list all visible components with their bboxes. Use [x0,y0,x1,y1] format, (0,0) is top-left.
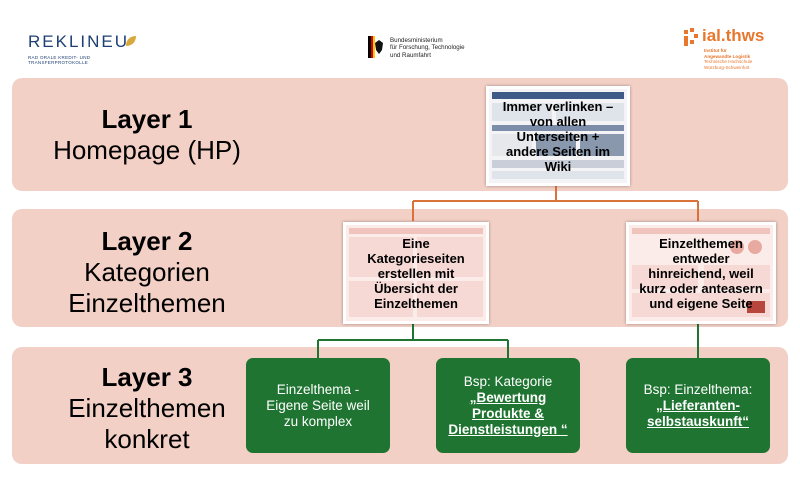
bmbf-line-3: und Raumfahrt [390,51,431,59]
layer-1-title: Layer 1 [101,104,193,134]
ial-sub-3: Technische Hochschule [704,59,753,65]
reklineu-subtitle: RAD ORALE KREDIT- UND TRANSFERPROTOKOLLE [28,55,91,65]
bmbf-text: Bundesministerium für Forschung, Technol… [390,37,465,59]
ial-sub-1: Institut für [704,48,727,53]
layer-1-label: Layer 1 Homepage (HP) [12,104,282,166]
homepage-thumbnail[interactable]: Immer verlinken – von allen Unterseiten … [486,86,630,186]
reklineu-logo: REKLINEU RAD ORALE KREDIT- UND TRANSFERP… [28,32,148,72]
ial-mark-icon [684,28,698,46]
category-example-link[interactable]: „Bewertung Produkte & Dienstleistungen “ [448,389,568,437]
topic-example-link[interactable]: „Lieferanten-selbstauskunft“ [646,397,750,429]
orange-connectors [412,184,699,221]
bmbf-line-1: Bundesministerium [390,37,443,44]
layer-3-label: Layer 3 Einzelthemen konkret [12,362,282,455]
layer-2-subtitle-1: Kategorien [84,257,210,287]
reklineu-leaf-icon [126,36,136,46]
homepage-screenshot [489,89,627,183]
layer-2-title: Layer 2 [101,226,193,256]
layer-1-band [12,78,788,191]
topic-own-line-1: Einzelthema - [276,381,360,397]
single-topic-page-screenshot [629,225,773,321]
layer-3-subtitle-2: konkret [104,424,190,454]
topic-example-prefix: Bsp: Einzelthema: [643,381,753,397]
category-page-thumbnail[interactable]: Eine Kategorieseiten erstellen mit Übers… [343,222,489,324]
bmbf-logo: Bundesministerium für Forschung, Technol… [368,36,488,72]
layer-2-subtitle-2: Einzelthemen [68,288,226,318]
homepage-caption: Immer verlinken – von allen Unterseiten … [502,98,614,174]
topic-own-line-2: Eigene Seite weil [266,397,370,413]
layer-3-title: Layer 3 [101,362,193,392]
green-connectors [317,320,699,358]
layer-2-label: Layer 2 Kategorien Einzelthemen [12,226,282,319]
layer-1-subtitle: Homepage (HP) [53,135,241,165]
category-example-box[interactable]: Bsp: Kategorie „Bewertung Produkte & Die… [436,358,580,453]
topic-own-page-box[interactable]: Einzelthema - Eigene Seite weil zu kompl… [246,358,390,453]
ial-logo: ial.thws Institut für Angewandte Logisti… [682,24,792,74]
single-topic-page-caption: Einzelthemen entweder hinreichend, weil … [639,235,763,311]
topic-example-box[interactable]: Bsp: Einzelthema: „Lieferanten-selbstaus… [626,358,770,453]
layer-3-subtitle-1: Einzelthemen [68,393,226,423]
bmbf-line-2: für Forschung, Technologie [390,44,465,52]
category-example-prefix: Bsp: Kategorie [463,373,553,389]
topic-own-line-3: zu komplex [283,413,353,429]
category-page-caption: Eine Kategorieseiten erstellen mit Übers… [367,235,465,311]
federal-eagle-icon [368,36,383,58]
single-topic-page-thumbnail[interactable]: Einzelthemen entweder hinreichend, weil … [626,222,776,324]
ial-subtitle: Institut für Angewandte Logistik Technis… [704,48,752,70]
ial-name: ial.thws [702,26,765,45]
reklineu-name: REKLINEU [28,32,130,51]
ial-sub-4: Würzburg-Schweinfurt [704,64,750,70]
category-page-screenshot [346,225,486,321]
ial-sub-2: Angewandte Logistik [704,53,751,59]
